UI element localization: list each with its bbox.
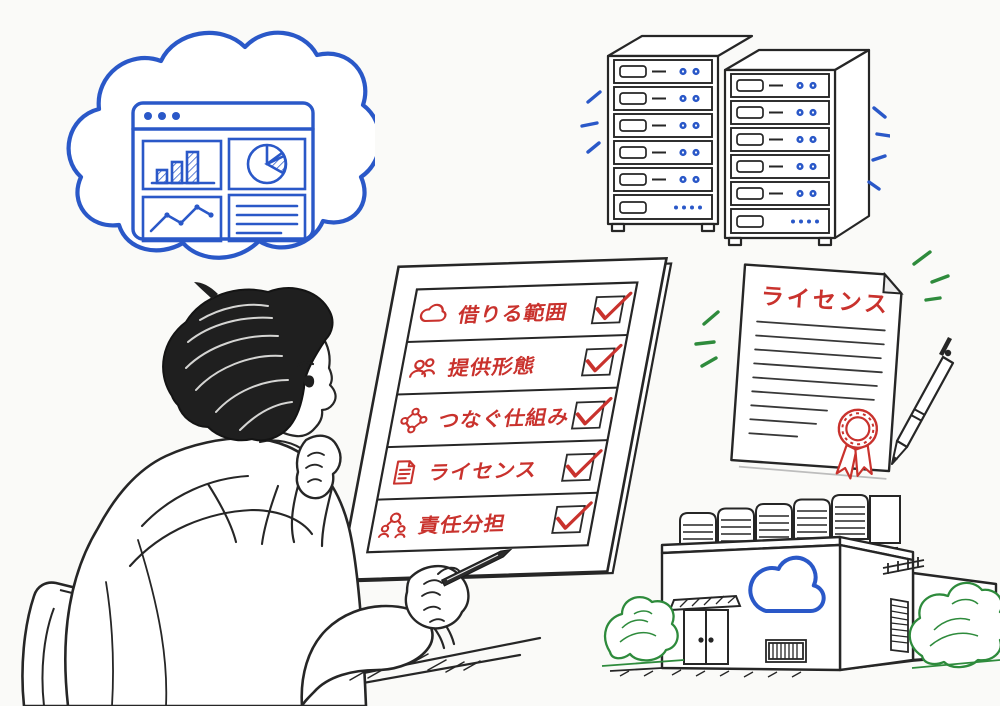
pen [891,337,955,465]
license-certificate: ライセンス [694,250,955,480]
checkbox [590,291,633,324]
check-mark-icon [565,449,603,478]
server-racks [580,34,890,247]
bar-chart-icon [141,139,223,191]
entrance-door [668,594,742,665]
sparkle-dashes-green [694,250,950,368]
check-mark-icon [555,501,593,531]
checklist-item: 責任分担 [367,493,597,553]
roof-railing [882,557,925,575]
people-icon [409,357,436,378]
building-cloud-logo [748,555,826,613]
checklist-board: 借りる範囲 提供形態 [337,256,675,585]
thought-cloud [66,30,375,260]
window-dot [158,112,166,120]
document-icon [392,460,416,485]
vent-grille [765,639,807,663]
checklist-rows: 借りる範囲 提供形態 [367,282,637,552]
window-dot [144,112,152,120]
led-lights [674,67,819,224]
text-lines-icon [227,193,307,243]
check-mark-icon [595,291,633,320]
seal-rosette [835,408,879,480]
check-mark-icon [575,396,613,425]
hand-on-chin [290,434,342,548]
certificate-text-lines [748,320,886,438]
cloud-icon [419,304,447,323]
hair [162,282,334,442]
window-dot [172,112,180,120]
checklist-item: 借りる範囲 [407,282,637,342]
louver-window [890,597,909,654]
checkbox [570,396,613,430]
sparkle-dashes-blue [580,90,890,191]
datacenter-building [601,494,1000,678]
group-icon [377,512,406,539]
desk-shadow-hatching [349,653,481,681]
pie-chart-icon [227,137,307,191]
checklist-item: 提供形態 [397,335,627,395]
thinking-person [21,282,542,706]
checkbox [580,343,623,377]
check-mark-icon [585,343,623,373]
eye [303,375,315,388]
line-chart-icon [141,195,223,243]
rack-unit-details [619,65,819,228]
checklist-item: ライセンス [377,440,607,500]
folded-corner [882,271,904,295]
bushes [601,581,1000,669]
checkbox [561,449,603,482]
eyebrow [296,361,315,367]
pen-in-hand [440,548,513,587]
browser-window [131,101,315,243]
checkbox [551,501,593,535]
checklist-item: つなぐ仕組み [387,388,617,448]
network-icon [400,407,428,434]
